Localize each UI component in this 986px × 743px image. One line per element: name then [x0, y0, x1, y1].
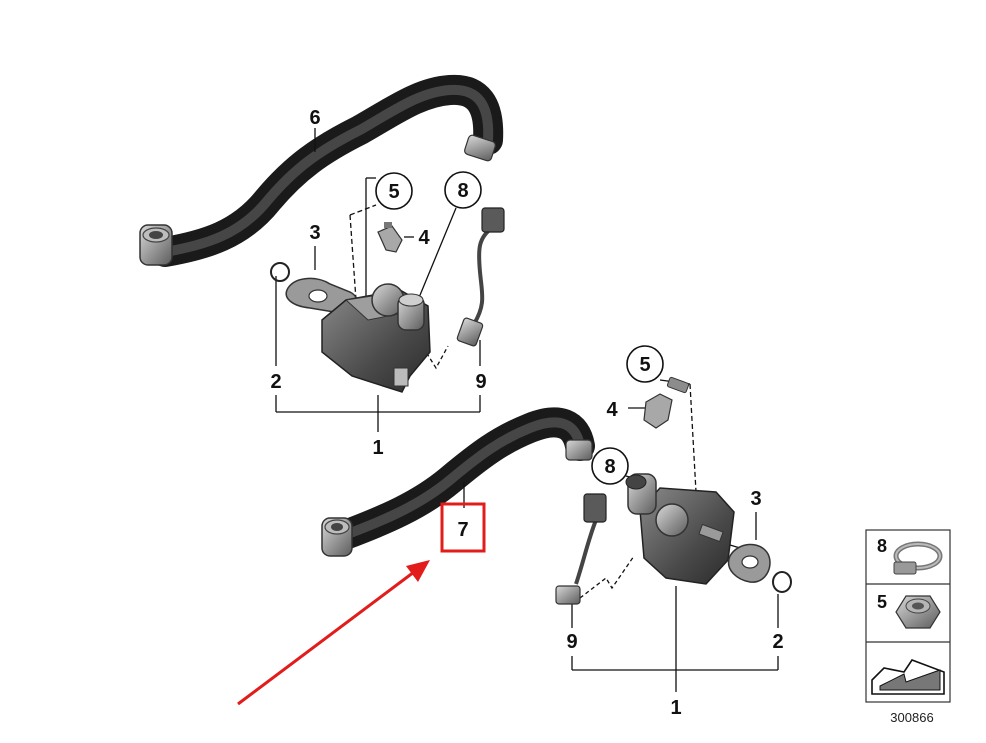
callout-upper-clamp: 8 [457, 180, 468, 202]
lower-gasket [727, 543, 771, 583]
callout-upper-seal: 2 [270, 371, 281, 393]
callout-lower-clamp-circle [591, 447, 629, 485]
red-arrow-icon [237, 560, 430, 706]
reference-number: 300866 [890, 710, 933, 725]
highlight-box [440, 502, 486, 553]
legend-nut-number: 5 [877, 592, 887, 612]
upper-hose [139, 74, 504, 267]
hex-nut-icon [895, 595, 941, 629]
lower-valve-body [625, 473, 735, 585]
callout-upper-nut-circle [375, 172, 413, 210]
lower-hose [321, 407, 595, 557]
callout-lower-assembly: 1 [670, 697, 681, 719]
lower-sensor [555, 493, 607, 605]
callout-upper-nut: 5 [388, 181, 399, 203]
callout-lower-sensor: 9 [566, 631, 577, 653]
upper-sensor [456, 207, 505, 347]
callout-upper-bracket: 4 [418, 227, 430, 249]
callout-lower-seal: 2 [772, 631, 783, 653]
upper-seal-ring [270, 262, 290, 282]
upper-assembly [139, 74, 505, 432]
callout-lower-bracket: 4 [606, 399, 618, 421]
hose-clamp-icon [893, 541, 943, 575]
callout-lower-hose: 7 [457, 519, 468, 541]
callout-lower-gasket: 3 [750, 488, 761, 510]
legend-panel: 8 5 [865, 529, 951, 703]
callout-upper-sensor: 9 [475, 371, 486, 393]
lower-bracket [643, 376, 690, 429]
upper-bracket [377, 222, 403, 253]
callout-lower-nut: 5 [639, 354, 650, 376]
lower-seal-ring [772, 571, 792, 593]
lower-assembly [321, 376, 792, 692]
callout-upper-assembly: 1 [372, 437, 383, 459]
upper-valve-body [321, 283, 431, 393]
upper-leader-lines [275, 128, 481, 432]
callout-lower-nut-circle [626, 345, 664, 383]
callout-lower-clamp: 8 [604, 456, 615, 478]
wedge-arrow-icon [871, 659, 945, 695]
legend-clamp-number: 8 [877, 536, 887, 556]
callout-upper-hose: 6 [309, 107, 320, 129]
callout-upper-gasket: 3 [309, 222, 320, 244]
callout-upper-clamp-circle [444, 171, 482, 209]
